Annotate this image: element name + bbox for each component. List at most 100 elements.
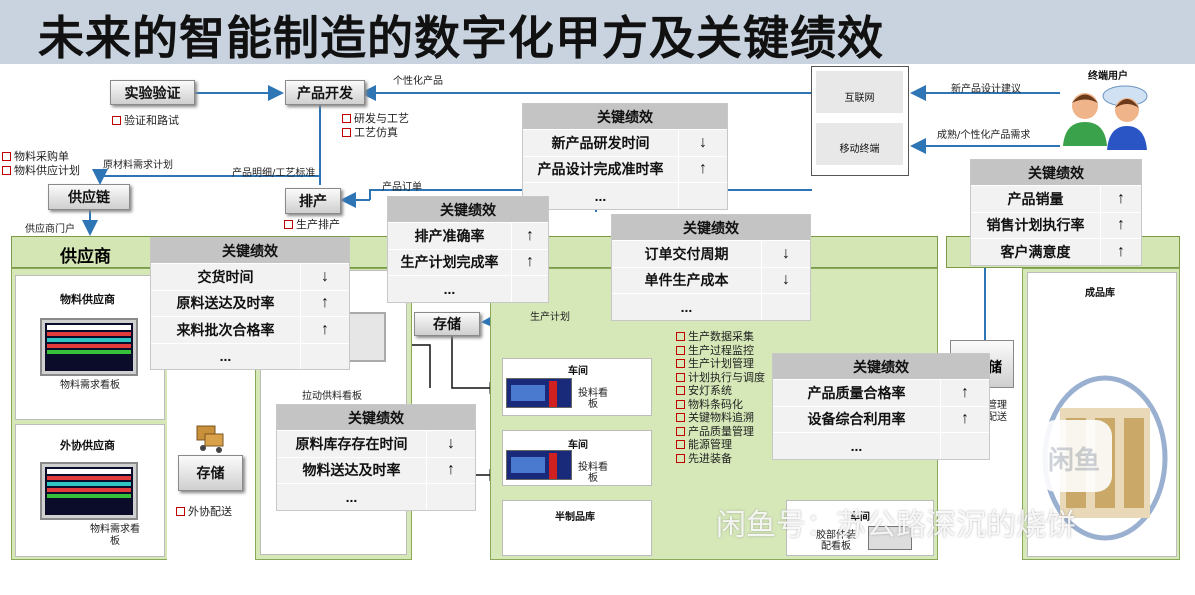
workshop-1-title: 车间 [568,366,588,377]
outsource-supplier-title: 外协供应商 [60,439,115,452]
supply-chain-bullets: 物料采购单 物料供应计划 [2,150,80,177]
kpi-row: 单件生产成本↓ [612,266,810,293]
mgmt-delivery: 管理配送 [987,400,1007,423]
bullet-item: 安灯系统 [676,384,765,398]
kpi-row: 产品设计完成准时率↑ [523,155,727,182]
kpi-row: 原料送达及时率↑ [151,289,349,316]
kpi-row: 产品质量合格率↑ [773,379,989,406]
kpi-header: 关键绩效 [151,238,349,263]
laptop-icon [868,526,912,550]
kpi-row: 生产计划完成率↑ [388,248,548,275]
monitor-icon [40,318,138,376]
bullet-item: 工艺仿真 [342,126,409,140]
production-plan-label: 生产计划 [530,312,570,323]
end-user-icon [1063,85,1148,150]
storage-left-node[interactable]: 存储 [178,455,243,491]
semi-store-box [502,500,652,556]
bullet-item: 物料供应计划 [2,164,80,178]
end-user-label: 终端用户 [1088,71,1128,82]
finished-store-title: 成品库 [1085,288,1115,299]
kpi-row: 设备综合利用率↑ [773,405,989,432]
bullet-item: 生产过程监控 [676,344,765,358]
material-demand-board-2: 物料需求看板 [90,524,140,547]
kpi-row: 产品销量↑ [971,185,1141,212]
kpi-table-sales: 关键绩效 产品销量↑ 销售计划执行率↑ 客户满意度↑ [970,159,1142,266]
bullet-item: 物料采购单 [2,150,80,164]
kpi-row: 物料送达及时率↑ [277,456,475,483]
supplier-title: 供应商 [60,247,111,267]
kpi-header: 关键绩效 [612,215,810,240]
truck-icon [196,425,224,453]
bullet-item: 关键物料追溯 [676,411,765,425]
kpi-row: 排产准确率↑ [388,222,548,249]
workshop-2-title: 车间 [568,440,588,451]
kpi-table-rd: 关键绩效 新产品研发时间↓ 产品设计完成准时率↑ ... [522,103,728,210]
pull-board-label: 拉动供料看板 [302,391,362,402]
watermark-text: 闲鱼号：苏公路深沉的烧饼 [716,508,1076,543]
kpi-row: 来料批次合格率↑ [151,316,349,343]
title-bar [0,0,1195,64]
kpi-row: 原料库存存在时间↓ [277,430,475,457]
workshop-bullets: 生产数据采集 生产过程监控 生产计划管理 计划执行与调度 安灯系统 物料条码化 … [676,330,765,465]
supply-chain-node[interactable]: 供应链 [48,184,130,210]
board-screen [506,450,572,480]
kpi-table-raw: 关键绩效 原料库存存在时间↓ 物料送达及时率↑ ... [276,404,476,511]
outsource-bullets: 外协配送 [176,505,232,519]
kpi-row: ... [388,275,548,302]
kpi-row: ... [523,182,727,209]
kpi-row: 订单交付周期↓ [612,240,810,267]
kpi-row: ... [773,432,989,459]
bullet-item: 研发与工艺 [342,112,409,126]
material-demand-board-1: 物料需求看板 [60,380,120,391]
kpi-table-quality: 关键绩效 产品质量合格率↑ 设备综合利用率↑ ... [772,353,990,460]
kpi-header: 关键绩效 [388,197,548,222]
bullet-item: 计划执行与调度 [676,371,765,385]
kpi-header: 关键绩效 [773,354,989,379]
scheduling-node[interactable]: 排产 [285,188,341,214]
kpi-row: 销售计划执行率↑ [971,211,1141,238]
kpi-row: ... [612,293,810,320]
bullet-item: 产品质量管理 [676,425,765,439]
kpi-header: 关键绩效 [523,104,727,129]
kpi-table-supplier: 关键绩效 交货时间↓ 原料送达及时率↑ 来料批次合格率↑ ... [150,237,350,370]
kpi-row: ... [151,342,349,369]
bullet-item: 先进装备 [676,452,765,466]
semi-store-title: 半制品库 [555,512,595,523]
feed-board-1: 投料看板 [578,388,608,410]
experiment-node[interactable]: 实验验证 [110,80,195,105]
kpi-header: 关键绩效 [971,160,1141,185]
material-supplier-title: 物料供应商 [60,293,115,306]
kpi-row: 交货时间↓ [151,263,349,290]
label-product-spec: 产品明细/工艺标准 [232,168,316,179]
bullet-item: 物料条码化 [676,398,765,412]
experiment-bullets: 验证和路试 [112,114,179,128]
storage-mid-node[interactable]: 存储 [414,312,480,336]
kpi-row: 客户满意度↑ [971,238,1141,265]
kpi-row: 新产品研发时间↓ [523,129,727,156]
monitor-icon [40,462,138,520]
product-dev-node[interactable]: 产品开发 [285,80,365,105]
board-screen [506,378,572,408]
kpi-table-sched: 关键绩效 排产准确率↑ 生产计划完成率↑ ... [387,196,549,303]
label-new-product-suggest: 新产品设计建议 [951,84,1021,95]
watermark-logo-text: 闲鱼 [1048,446,1101,476]
kpi-row: ... [277,483,475,510]
page-title: 未来的智能制造的数字化甲方及关键绩效 [38,11,884,65]
scheduling-bullets: 生产排产 [284,218,340,232]
label-personalized: 个性化产品 [393,76,443,87]
kpi-table-order: 关键绩效 订单交付周期↓ 单件生产成本↓ ... [611,214,811,321]
feed-board-2: 投料看板 [578,462,608,484]
bullet-item: 生产数据采集 [676,330,765,344]
kpi-header: 关键绩效 [277,405,475,430]
internet-node[interactable]: 互联网 [844,93,875,104]
watermark-logo: 闲鱼 [1040,420,1112,492]
label-mature-demand: 成熟/个性化产品需求 [937,130,1031,141]
label-raw-material-plan: 原材料需求计划 [103,160,173,171]
mobile-node[interactable]: 移动终端 [839,144,880,155]
bullet-item: 能源管理 [676,438,765,452]
bullet-item: 生产计划管理 [676,357,765,371]
label-product-order: 产品订单 [382,182,422,193]
assembly-board: 胶部件装配看板 [816,530,856,552]
channel-box: 互联网 移动终端 [811,66,909,176]
label-supplier-portal: 供应商门户 [25,224,75,235]
